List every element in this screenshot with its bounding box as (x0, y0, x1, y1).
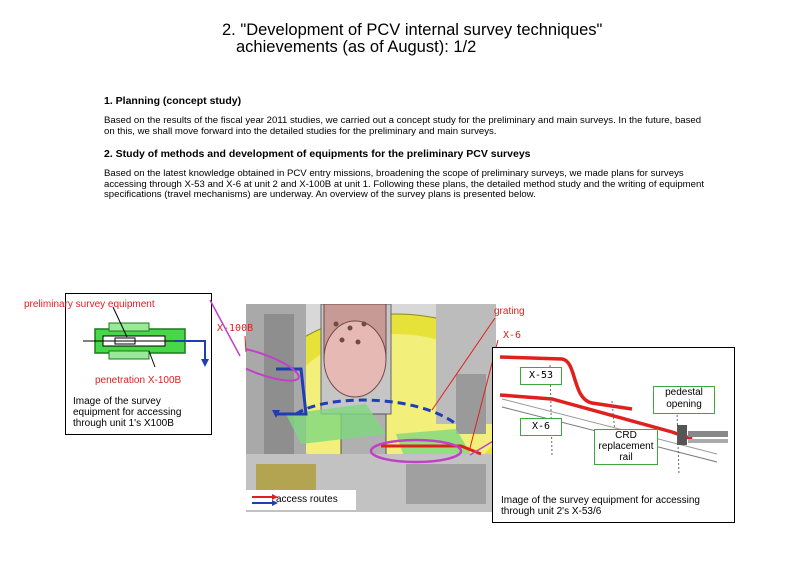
left-panel-caption: Image of the survey equipment for access… (73, 396, 182, 429)
label-x53: X-53 (520, 367, 562, 385)
label-pedestal-opening: pedestal opening (653, 386, 715, 414)
label-x6-right: X-6 (520, 418, 562, 436)
label-penetration-x100b: penetration X-100B (95, 375, 182, 386)
right-panel-caption: Image of the survey equipment for access… (501, 495, 700, 517)
title-line-2: achievements (as of August): 1/2 (236, 38, 477, 56)
label-x6: X-6 (503, 330, 522, 341)
x100b-equipment-diagram (83, 306, 209, 368)
pcv-cutaway-view (246, 304, 496, 512)
label-grating: grating (494, 306, 525, 317)
title-line-1: 2. "Development of PCV internal survey t… (222, 21, 603, 39)
section-2-body: Based on the latest knowledge obtained i… (104, 168, 704, 201)
section-2-heading: 2. Study of methods and development of e… (104, 148, 531, 160)
page-title: 2. "Development of PCV internal survey t… (222, 22, 602, 56)
section-1-heading: 1. Planning (concept study) (104, 95, 242, 107)
section-1-body: Based on the results of the fiscal year … (104, 115, 702, 137)
label-preliminary-survey-equipment: preliminary survey equipment (24, 299, 155, 310)
label-crd-replacement-rail: CRD replacement rail (594, 429, 658, 465)
legend-access-routes: access routes (276, 494, 338, 505)
left-panel (65, 293, 212, 435)
label-x100b: X-100B (217, 323, 254, 334)
